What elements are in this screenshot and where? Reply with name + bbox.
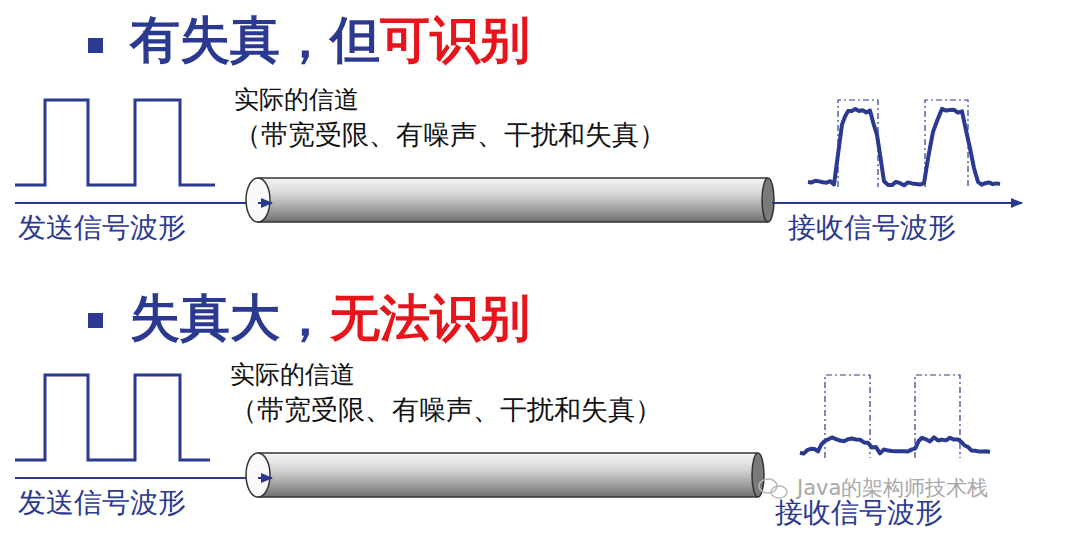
- signal-arrow: [15, 477, 270, 479]
- send-waveform: [15, 100, 215, 185]
- channel: 实际的信道 （带宽受限、有噪声、干扰和失真）: [234, 86, 666, 154]
- receive-waveform: [800, 437, 990, 453]
- channel-note: （带宽受限、有噪声、干扰和失真）: [230, 394, 662, 425]
- send-waveform: [15, 375, 210, 460]
- bullet: [88, 313, 103, 328]
- signal-arrow: [772, 202, 1022, 204]
- waveform-label: 接收信号波形: [775, 497, 943, 529]
- watermark: Java的架构师技术栈: [797, 476, 988, 500]
- signal-arrow: [15, 202, 270, 204]
- reference-box: [825, 375, 960, 458]
- heading-highlight: 无法识别: [330, 290, 530, 348]
- cable: [246, 178, 774, 222]
- bullet: [88, 38, 103, 53]
- channel-title: 实际的信道: [230, 361, 662, 390]
- heading: 失真大，: [130, 290, 330, 348]
- waveform-label: 发送信号波形: [18, 487, 186, 519]
- reference-box: [838, 100, 968, 187]
- waveform-label: 接收信号波形: [788, 212, 956, 244]
- watermark-icon: [759, 479, 787, 498]
- channel-title: 实际的信道: [234, 86, 666, 115]
- cable: [246, 453, 764, 497]
- waveform-label: 发送信号波形: [18, 212, 186, 244]
- channel-note: （带宽受限、有噪声、干扰和失真）: [234, 119, 666, 150]
- heading-highlight: 可识别: [380, 12, 530, 70]
- heading: 有失真，但: [130, 12, 380, 70]
- receive-waveform: [808, 109, 1000, 185]
- channel: 实际的信道 （带宽受限、有噪声、干扰和失真）: [230, 361, 662, 429]
